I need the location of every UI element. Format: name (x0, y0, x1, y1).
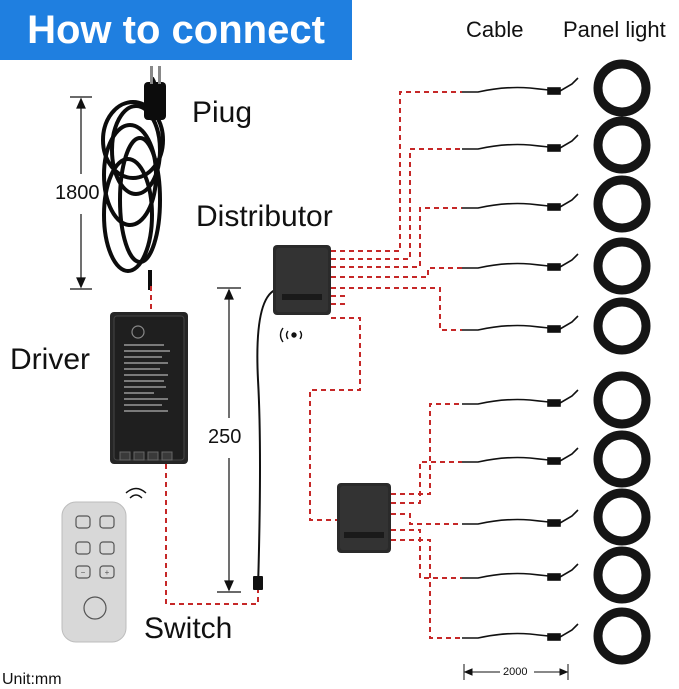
plug-label: Piug (192, 96, 253, 129)
cable-icon (462, 77, 579, 641)
switch-dimension-label: 250 (208, 426, 242, 448)
distributor-icon (273, 245, 331, 315)
page-title: How to connect (0, 0, 352, 60)
light-cable-dimension-line (463, 664, 569, 680)
plug-icon (101, 66, 166, 290)
distributor-wires (309, 91, 462, 639)
switch-label: Switch (144, 612, 233, 645)
plug-dimension-label: 1800 (55, 182, 100, 204)
panel-light-column-label: Panel light (563, 17, 666, 42)
switch-icon (253, 576, 263, 590)
svg-text:−: − (81, 568, 86, 577)
plug-dimension-line (70, 96, 92, 290)
svg-text:+: + (105, 568, 110, 577)
panel-light-ring-icon (593, 59, 651, 665)
driver-switch-wire (150, 286, 259, 605)
distributor-label: Distributor (196, 200, 333, 233)
driver-icon (110, 312, 188, 464)
remote-control-icon: −+ (61, 501, 127, 643)
switch-cable (256, 289, 276, 589)
distributor-icon-2 (337, 483, 391, 553)
remote-signal-icon (125, 487, 147, 499)
driver-label: Driver (10, 343, 90, 376)
cable-column-label: Cable (466, 17, 524, 42)
light-cable-dimension-label: 2000 (503, 666, 528, 678)
unit-label: Unit:mm (2, 671, 62, 688)
switch-dimension-line (217, 287, 241, 593)
wireless-signal-icon (279, 327, 303, 343)
